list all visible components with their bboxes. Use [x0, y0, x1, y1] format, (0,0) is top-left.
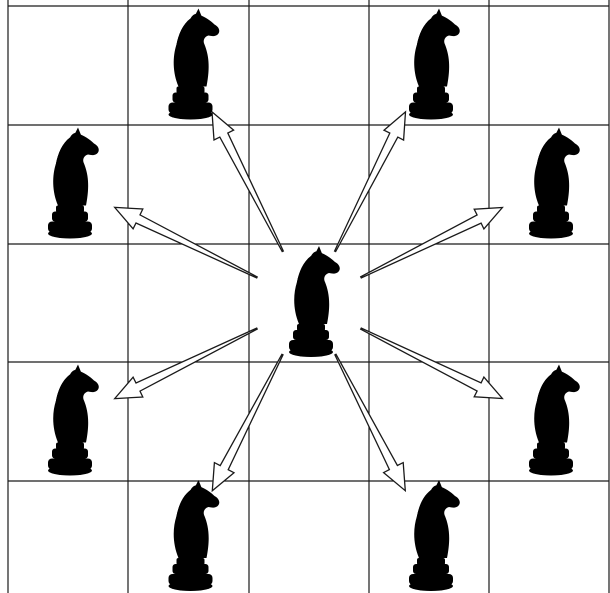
knight-gray-icon — [409, 480, 460, 591]
knight-gray-icon — [529, 365, 580, 476]
knight-gold-icon — [289, 246, 340, 357]
move-arrow — [335, 354, 405, 490]
knight-gray-icon — [529, 128, 580, 239]
knight-gray-icon — [169, 480, 220, 591]
move-arrow — [335, 112, 406, 252]
move-arrow — [212, 354, 283, 491]
knight-gray-icon — [48, 128, 99, 239]
knight-gray-icon — [169, 9, 220, 120]
move-arrow — [361, 208, 503, 278]
move-arrow — [361, 328, 503, 398]
knight-gray-icon — [409, 9, 460, 120]
move-arrow — [115, 328, 258, 399]
move-arrow — [115, 207, 258, 278]
knight-gray-icon — [48, 365, 99, 476]
move-arrow — [212, 112, 283, 252]
